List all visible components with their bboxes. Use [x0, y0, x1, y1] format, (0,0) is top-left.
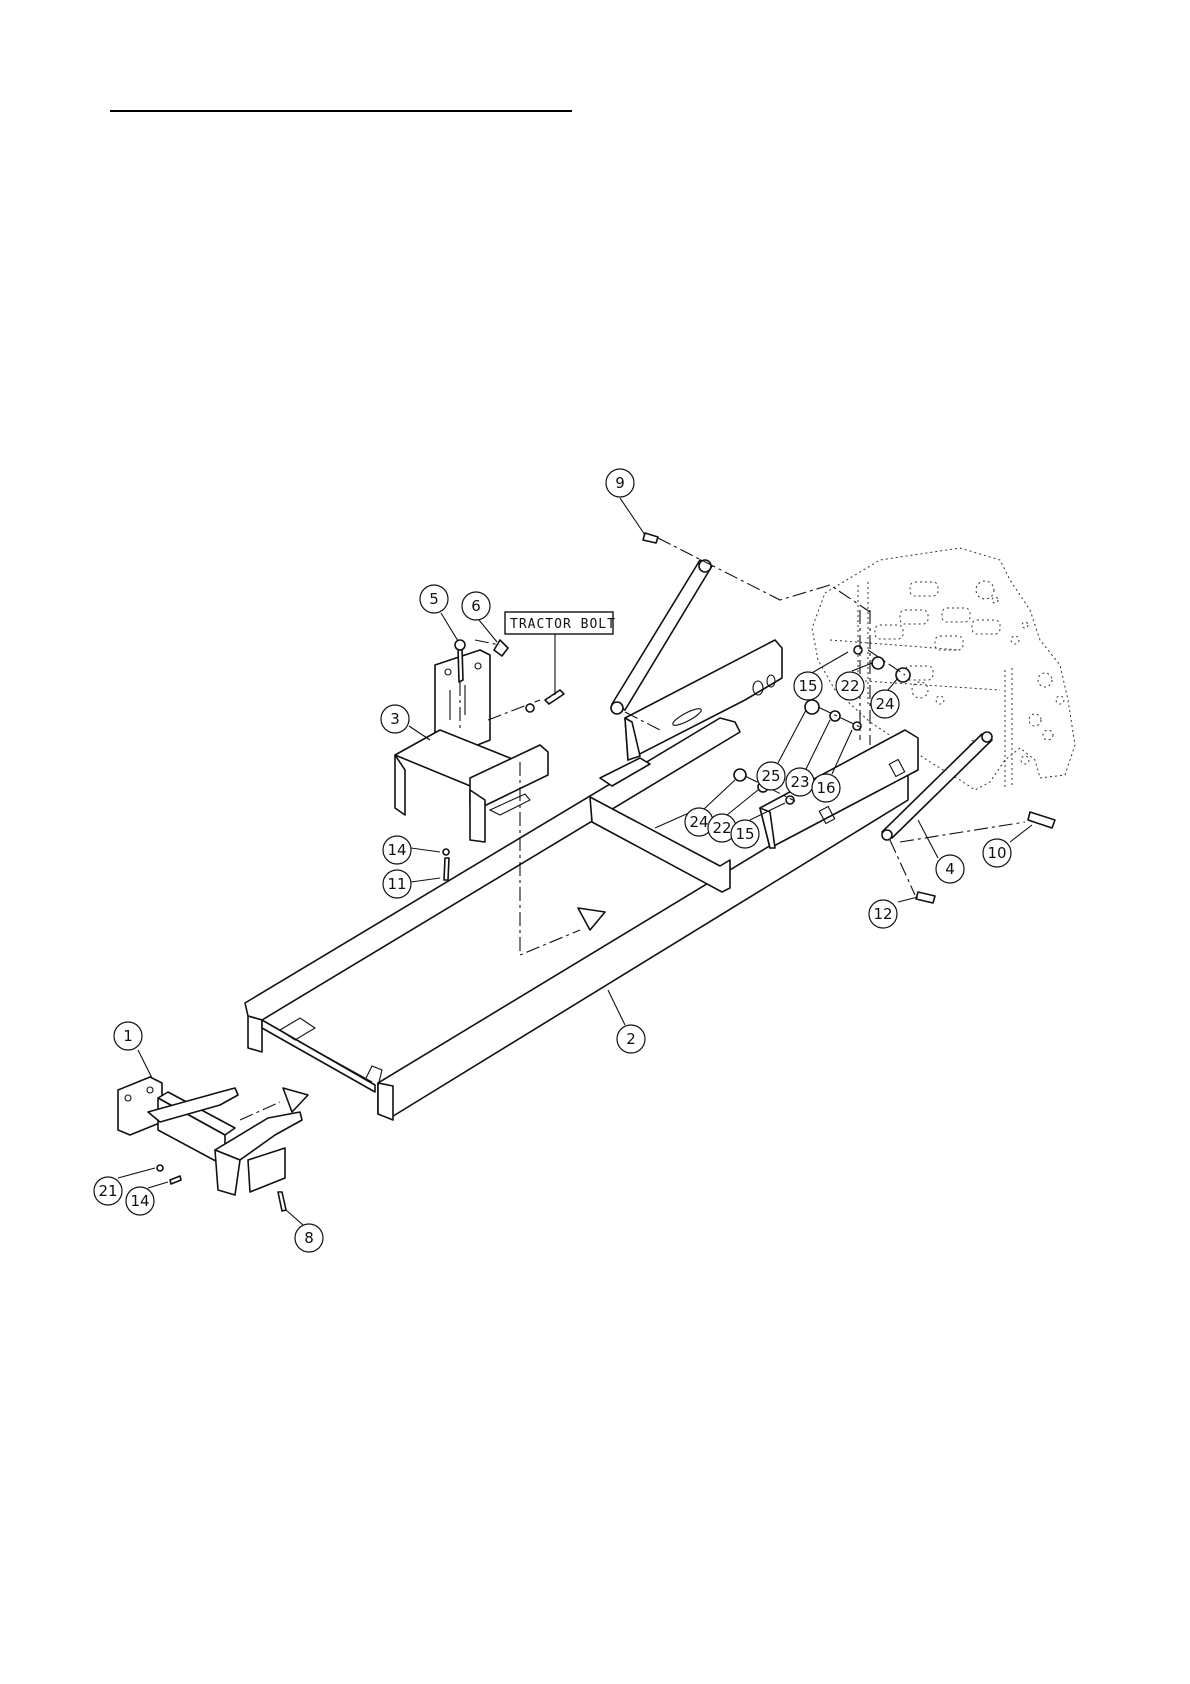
svg-text:15: 15	[798, 677, 817, 695]
svg-text:11: 11	[387, 875, 406, 893]
svg-text:9: 9	[615, 474, 625, 492]
svg-text:23: 23	[790, 773, 809, 791]
balloon-5: 5	[420, 585, 448, 613]
balloon-10: 10	[983, 839, 1011, 867]
svg-text:24: 24	[689, 813, 708, 831]
svg-text:22: 22	[712, 819, 731, 837]
tractor-bolt-label: TRACTOR BOLT	[510, 617, 616, 632]
balloon-8: 8	[295, 1224, 323, 1252]
balloon-2: 2	[617, 1025, 645, 1053]
svg-text:15: 15	[735, 825, 754, 843]
svg-text:2: 2	[626, 1030, 636, 1048]
svg-text:4: 4	[945, 860, 955, 878]
balloon-1: 1	[114, 1022, 142, 1050]
part-balloons: 9 5 6 3 15 22 24 25 23 16 24 22 15 14 11…	[94, 469, 1011, 1252]
svg-text:14: 14	[387, 841, 406, 859]
svg-text:3: 3	[390, 710, 400, 728]
balloon-3: 3	[381, 705, 409, 733]
balloon-16: 16	[812, 774, 840, 802]
hitch-bracket	[395, 650, 548, 842]
balloon-4: 4	[936, 855, 964, 883]
balloon-24-upper: 24	[871, 690, 899, 718]
svg-text:25: 25	[761, 767, 780, 785]
balloon-6: 6	[462, 592, 490, 620]
svg-text:6: 6	[471, 597, 481, 615]
balloon-22-upper: 22	[836, 672, 864, 700]
svg-text:10: 10	[987, 844, 1006, 862]
tractor-frame	[812, 548, 1075, 790]
svg-text:21: 21	[98, 1182, 117, 1200]
balloon-12: 12	[869, 900, 897, 928]
svg-text:24: 24	[875, 695, 894, 713]
svg-text:8: 8	[304, 1229, 314, 1247]
svg-text:1: 1	[123, 1027, 133, 1045]
svg-text:14: 14	[130, 1192, 149, 1210]
balloon-9: 9	[606, 469, 634, 497]
svg-text:12: 12	[873, 905, 892, 923]
balloon-15-lower: 15	[731, 820, 759, 848]
balloon-15-upper: 15	[794, 672, 822, 700]
svg-text:22: 22	[840, 677, 859, 695]
balloon-23: 23	[786, 768, 814, 796]
tractor-bolt-note: TRACTOR BOLT	[505, 612, 616, 634]
rear-hitch	[118, 1077, 302, 1195]
svg-text:5: 5	[429, 590, 439, 608]
balloon-21: 21	[94, 1177, 122, 1205]
balloon-25: 25	[757, 762, 785, 790]
balloon-11: 11	[383, 870, 411, 898]
balloon-14-lower: 14	[126, 1187, 154, 1215]
svg-text:16: 16	[816, 779, 835, 797]
leader-lines	[118, 498, 1032, 1225]
balloon-14-upper: 14	[383, 836, 411, 864]
